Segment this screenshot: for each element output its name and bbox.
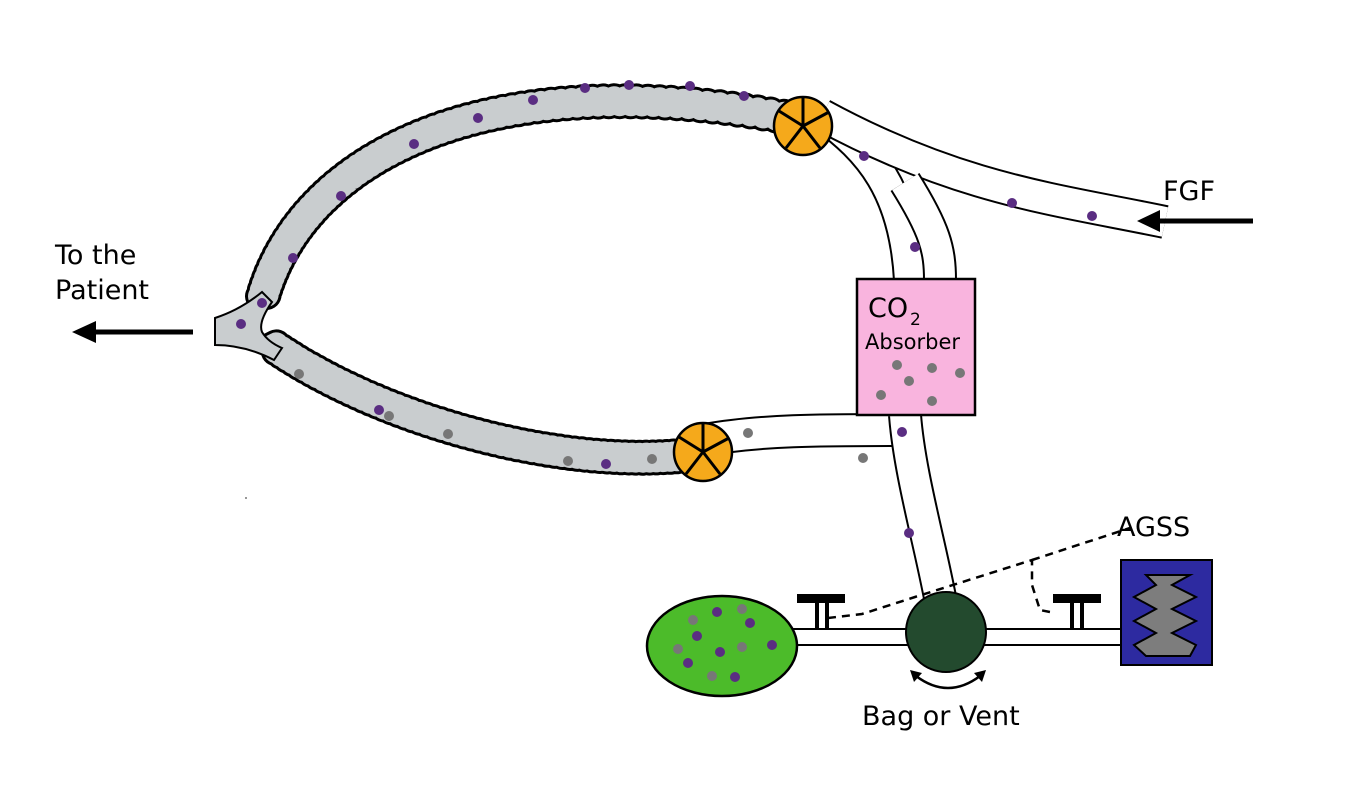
exhaled-gas-particle [688, 615, 698, 625]
to-patient-label-line1: To the [54, 240, 136, 271]
fresh-gas-particle [859, 151, 869, 161]
fresh-gas-particle [712, 607, 722, 617]
co2-label: CO [868, 293, 908, 324]
inspiratory-limb-hose-core [248, 86, 799, 310]
agss-scavenging-line [827, 526, 1131, 620]
one-way-valve-icon [772, 95, 834, 157]
agss-canister [1120, 559, 1213, 666]
fresh-gas-particle [910, 242, 920, 252]
fresh-gas-particle [528, 95, 538, 105]
t-valve-icon [797, 594, 845, 630]
fresh-gas-particle [715, 647, 725, 657]
fresh-gas-particle [257, 298, 267, 308]
agss-label: AGSS [1117, 512, 1190, 543]
exhaled-gas-particle [647, 454, 657, 464]
fresh-gas-particle [692, 631, 702, 641]
fresh-gas-particle [473, 113, 483, 123]
co2-absorber [855, 277, 977, 417]
fresh-gas-particle [624, 80, 634, 90]
absorber-branch-tube-core [892, 174, 955, 281]
bag-or-vent-label: Bag or Vent [862, 701, 1020, 732]
exhaled-gas-particle [743, 428, 753, 438]
y-piece [214, 290, 284, 362]
fresh-gas-particle [236, 319, 246, 329]
exhaled-gas-particle [384, 411, 394, 421]
t-valve-icon [1053, 594, 1101, 630]
arrow-left-icon [72, 321, 193, 343]
fresh-gas-particle [601, 459, 611, 469]
exhaled-gas-particle [904, 376, 914, 386]
exhaled-gas-particle [927, 396, 937, 406]
fresh-gas-particle [739, 91, 749, 101]
fresh-gas-particle [685, 81, 695, 91]
arrow-left-icon [1137, 210, 1253, 232]
reservoir-bag [645, 594, 799, 698]
exhaled-gas-particle [927, 363, 937, 373]
agss-bellows [1131, 574, 1199, 657]
exhaled-gas-particle [737, 604, 747, 614]
stray-dot [245, 497, 247, 499]
fresh-gas-particle [336, 191, 346, 201]
fresh-gas-particle [409, 139, 419, 149]
exhaled-gas-particle [858, 453, 868, 463]
gas-particles [236, 80, 1097, 682]
fresh-gas-particle [1087, 211, 1097, 221]
fresh-gas-particle [1007, 198, 1017, 208]
fgf-label: FGF [1163, 176, 1215, 207]
exhaled-gas-particle [294, 369, 304, 379]
absorber-label: Absorber [865, 330, 960, 354]
exhaled-gas-particle [673, 644, 683, 654]
fresh-gas-particle [897, 427, 907, 437]
expiratory-tube-core [702, 415, 901, 455]
to-patient-label-line2: Patient [55, 275, 149, 306]
fresh-gas-particle [767, 640, 777, 650]
fresh-gas-particle [374, 405, 384, 415]
one-way-valve-icon [672, 421, 734, 483]
expiratory-limb-hose-core [263, 332, 701, 473]
fgf-inlet-tube-core [814, 101, 1169, 237]
exhaled-gas-particle [443, 429, 453, 439]
co2-subscript: 2 [910, 310, 921, 330]
exhaled-gas-particle [955, 368, 965, 378]
breathing-hoses [214, 83, 802, 476]
fresh-gas-particle [580, 83, 590, 93]
fresh-gas-particle [745, 618, 755, 628]
exhaled-gas-particle [737, 642, 747, 652]
exhaled-gas-particle [707, 671, 717, 681]
fresh-gas-particle [730, 672, 740, 682]
fresh-gas-particle [683, 658, 693, 668]
exhaled-gas-particle [563, 456, 573, 466]
double-arrow-icon [910, 670, 986, 690]
fresh-gas-particle [288, 253, 298, 263]
exhaled-gas-particle [876, 390, 886, 400]
fresh-gas-particle [904, 528, 914, 538]
bag-vent-selector [905, 591, 987, 673]
exhaled-gas-particle [892, 360, 902, 370]
